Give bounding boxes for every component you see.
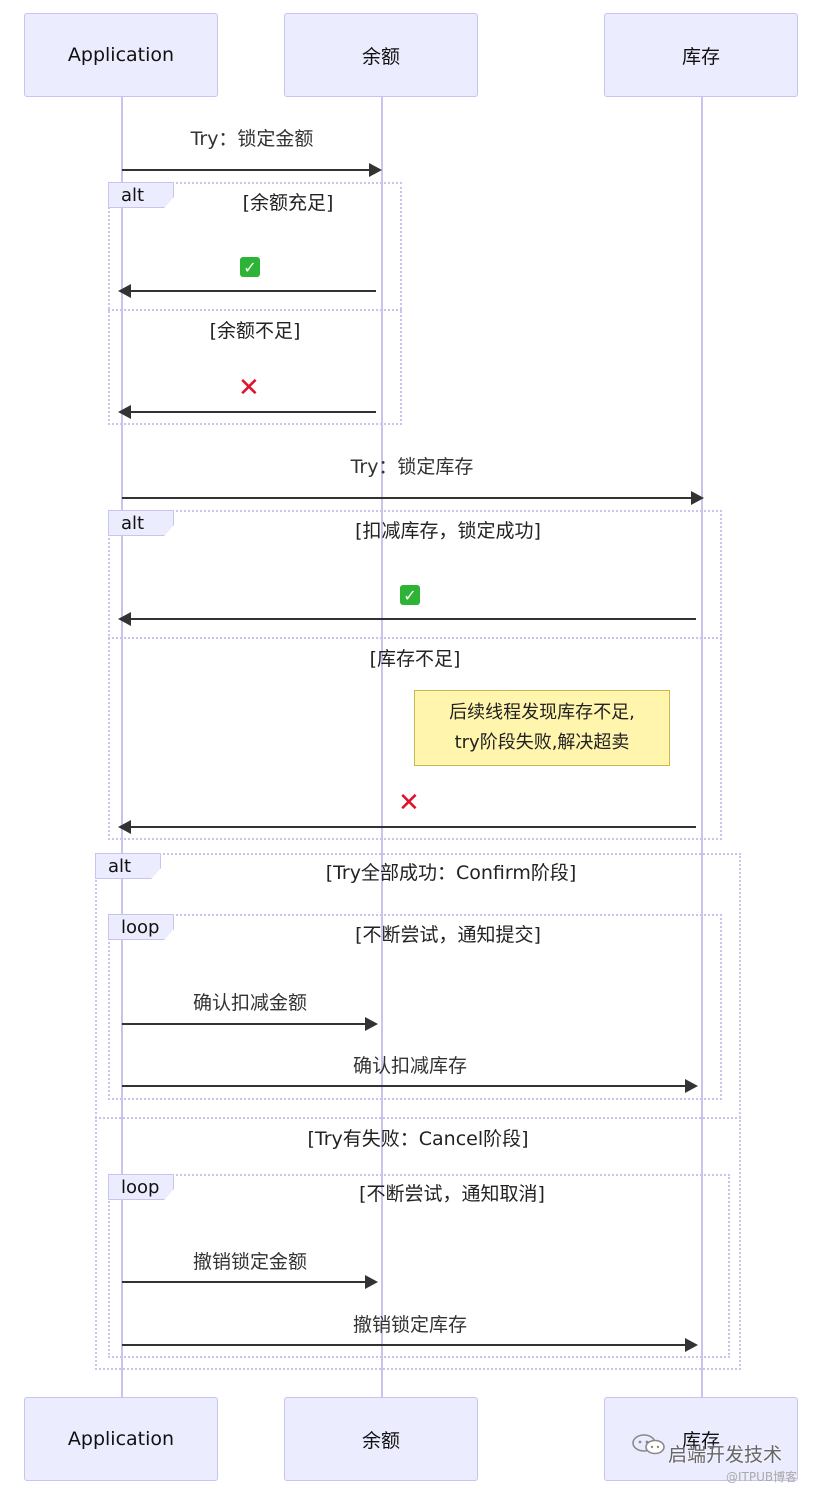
actor-label: 库存 [681,1429,720,1452]
cross-icon: ✕ [238,373,260,403]
watermark-text: 启端开发技术 [668,1444,783,1466]
message-arrow [122,1338,698,1352]
alt-fragment [95,853,741,1370]
message-arrow [118,405,376,419]
alt-tag: alt [95,853,161,879]
alt-condition: [余额不足] [209,320,301,342]
actor-label: 库存 [681,45,720,68]
actor-inventory-top: 库存 [604,13,798,97]
actor-application-bottom: Application [24,1397,218,1481]
check-icon: ✓ [400,585,420,605]
alt-fragment [108,510,722,840]
actor-balance-bottom: 余额 [284,1397,478,1481]
alt-condition: [Try全部成功：Confirm阶段] [325,862,577,884]
note-line: try阶段失败,解决超卖 [454,732,630,753]
alt-divider [95,1117,741,1119]
alt-tag: alt [108,182,174,208]
check-icon: ✓ [240,257,260,277]
message-arrow [122,1079,698,1093]
actor-label: 余额 [361,1429,400,1452]
loop-fragment [108,914,722,1100]
alt-condition: [扣减库存，锁定成功] [355,520,541,542]
inventory-lifeline [701,97,703,1397]
watermark-sub: @ITPUB博客 [726,1470,798,1484]
message-label: 撤销锁定金额 [192,1251,307,1273]
message-arrow [122,1017,378,1031]
alt-divider [108,637,722,639]
alt-condition: [库存不足] [369,648,461,670]
loop-fragment [108,1174,730,1358]
message-arrow [122,1275,378,1289]
loop-tag: loop [108,1174,174,1200]
message-arrow [118,820,696,834]
alt-condition: [余额充足] [242,192,334,214]
message-label: 确认扣减金额 [192,992,307,1014]
note-line: 后续线程发现库存不足, [449,702,635,723]
message-label: 撤销锁定库存 [352,1314,467,1336]
actor-label: Application [67,1428,175,1450]
note-box: 后续线程发现库存不足, try阶段失败,解决超卖 [414,690,670,766]
alt-tag: alt [108,510,174,536]
alt-condition: [Try有失败：Cancel阶段] [307,1128,529,1150]
balance-lifeline [381,97,383,1397]
loop-condition: [不断尝试，通知提交] [355,924,541,946]
loop-tag: loop [108,914,174,940]
message-label: Try：锁定金额 [190,128,314,150]
actor-label: Application [67,44,175,66]
loop-condition: [不断尝试，通知取消] [359,1183,545,1205]
message-arrow [118,284,376,298]
message-arrow [118,612,696,626]
message-label: 确认扣减库存 [352,1055,467,1077]
alt-divider [108,309,402,311]
wechat-icon [632,1434,665,1455]
actor-balance-top: 余额 [284,13,478,97]
message-arrow [122,163,382,177]
message-label: Try：锁定库存 [350,456,474,478]
actor-application-top: Application [24,13,218,97]
message-arrow [122,491,704,505]
alt-fragment [108,182,402,425]
application-lifeline [121,97,123,1397]
actor-inventory-bottom: 库存 [604,1397,798,1481]
cross-icon: ✕ [398,788,420,818]
actor-label: 余额 [361,45,400,68]
